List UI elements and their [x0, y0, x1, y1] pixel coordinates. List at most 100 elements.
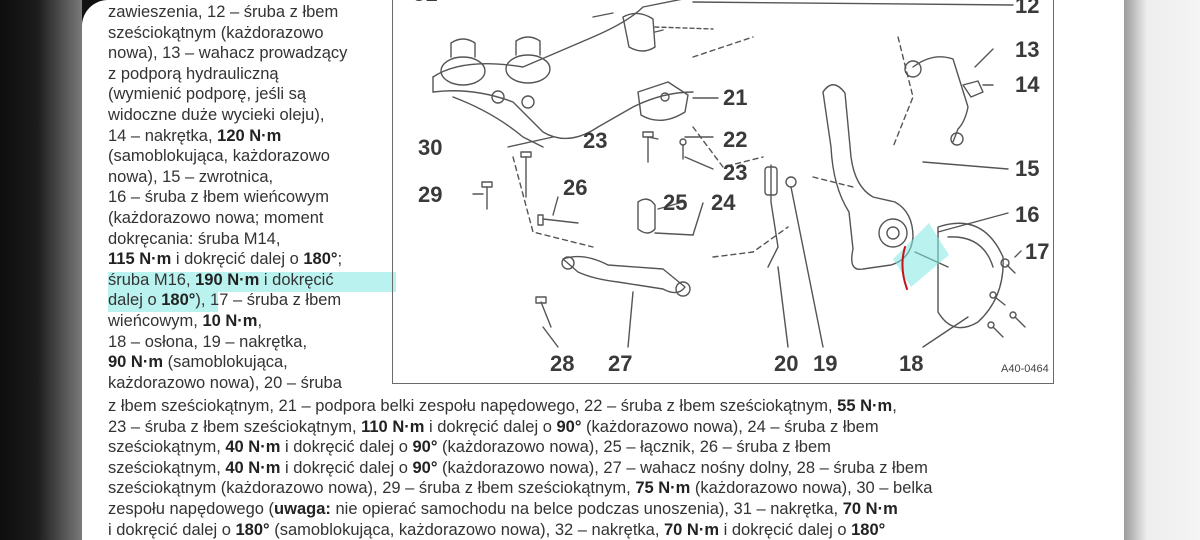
exploded-diagram: 31 12 13 14 21 22 23 23 30 15 29 26 25 2… [392, 0, 1054, 384]
text-segment: 190 N·m [195, 270, 260, 289]
text-segment: 90 N·m [108, 353, 164, 372]
callout-16: 16 [1015, 202, 1040, 227]
text-segment: sześciokątnym (każdorazowo nowa), 29 – ś… [108, 479, 636, 498]
text-segment: 70 N·m [842, 500, 898, 518]
text-segment: i dokręcić dalej o [108, 520, 236, 539]
text-segment: (wymienić podporę, jeśli są [108, 85, 307, 104]
text-segment: 10 N·m [202, 312, 258, 330]
callout-21: 21 [723, 85, 748, 110]
text-segment: nowa), 13 – wahacz prowadzący [108, 44, 348, 63]
text-segment: dalej o [108, 291, 162, 310]
text-line: 115 N·m i dokręcić dalej o 180°; [108, 249, 342, 269]
text-line: 14 – nakrętka, 120 N·m [108, 126, 281, 146]
text-segment: 55 N·m [837, 397, 893, 415]
text-segment: i dokręcić dalej o [280, 458, 413, 477]
text-segment: (każdorazowo nowa), 27 – wahacz nośny do… [437, 458, 928, 477]
text-segment: i dokręcić [259, 270, 334, 289]
text-segment: 16 – śruba z łbem wieńcowym [108, 188, 330, 207]
text-segment: (każdorazowo nowa), 24 – śruba z łbem [581, 417, 879, 436]
callout-30: 30 [418, 135, 443, 160]
text-line: (samoblokująca, każdorazowo [108, 146, 330, 166]
text-segment: i dokręcić dalej o [719, 520, 852, 539]
text-segment: sześciokątnym, [108, 438, 226, 457]
text-line: sześciokątnym (każdorazowo [108, 23, 324, 43]
text-segment: i dokręcić dalej o [171, 250, 304, 269]
text-line: nowa), 15 – zwrotnica, [108, 167, 273, 187]
text-segment: , [257, 312, 263, 330]
text-segment: ; [337, 250, 343, 269]
callout-26: 26 [563, 175, 588, 200]
text-segment: 18 – osłona, 19 – nakrętka, [108, 332, 308, 351]
text-line: widoczne duże wycieki oleju), [108, 105, 324, 125]
viewer-frame-left [0, 0, 82, 540]
text-line: sześciokątnym (każdorazowo nowa), 29 – ś… [108, 478, 932, 498]
text-segment: zespołu napędowego ( [108, 500, 275, 518]
callout-22: 22 [723, 127, 748, 152]
text-segment: 40 N·m [225, 438, 281, 457]
text-segment: 120 N·m [217, 126, 282, 145]
viewer-frame-right [1124, 0, 1200, 540]
text-line: sześciokątnym, 40 N·m i dokręcić dalej o… [108, 458, 928, 478]
callout-18: 18 [899, 351, 924, 376]
callout-17: 17 [1025, 239, 1050, 264]
text-segment: 75 N·m [635, 479, 691, 498]
text-segment: (każdorazowo nowa), 25 – łącznik, 26 – ś… [437, 438, 831, 457]
text-segment: 90° [412, 438, 438, 457]
callout-14: 14 [1015, 72, 1040, 97]
text-segment: widoczne duże wycieki oleju), [108, 106, 325, 124]
text-segment: , [892, 397, 897, 415]
text-line: 23 – śruba z łbem sześciokątnym, 110 N·m… [108, 417, 879, 437]
text-segment: nie opierać samochodu na belce podczas u… [330, 500, 843, 518]
callout-23-upper: 23 [583, 128, 608, 153]
callout-20: 20 [774, 351, 799, 376]
text-segment: ), 17 – śruba z łbem [195, 291, 342, 310]
text-segment: (samoblokująca, każdorazowo [108, 147, 330, 166]
text-segment: 14 – nakrętka, [108, 126, 218, 145]
text-segment: 180° [851, 520, 886, 539]
text-line: dokręcania: śruba M14, [108, 229, 280, 249]
text-segment: wieńcowym, [108, 312, 203, 330]
text-line: z łbem sześciokątnym, 21 – podpora belki… [108, 396, 897, 416]
text-segment: sześciokątnym, [108, 458, 226, 477]
text-segment: (samoblokująca, każdorazowo nowa), 32 – … [269, 520, 664, 539]
text-segment: i dokręcić dalej o [280, 438, 413, 457]
text-line: każdorazowo nowa), 20 – śruba [108, 373, 342, 393]
callout-13: 13 [1015, 37, 1040, 62]
text-line: 90 N·m (samoblokująca, [108, 352, 288, 372]
callout-29: 29 [418, 182, 443, 207]
text-segment: 180° [235, 520, 270, 539]
text-line: 18 – osłona, 19 – nakrętka, [108, 332, 307, 352]
text-line: z podporą hydrauliczną [108, 64, 279, 84]
text-segment: 110 N·m [361, 417, 425, 436]
callout-24: 24 [711, 190, 736, 215]
text-line: zawieszenia, 12 – śruba z łbem [108, 2, 338, 22]
text-segment: 23 – śruba z łbem sześciokątnym, [108, 417, 362, 436]
text-segment: śruba M16, [108, 270, 196, 289]
text-segment: z łbem sześciokątnym, 21 – podpora belki… [108, 397, 838, 415]
text-segment: dokręcania: śruba M14, [108, 229, 281, 248]
text-segment: (każdorazowo nowa; moment [108, 209, 324, 227]
text-segment: (każdorazowo nowa), 30 – belka [690, 479, 933, 498]
callout-23-lower: 23 [723, 160, 748, 185]
text-segment: (samoblokująca, [163, 353, 288, 372]
text-segment: 40 N·m [225, 458, 281, 477]
callout-12: 12 [1015, 0, 1040, 18]
text-line: (każdorazowo nowa; moment [108, 208, 324, 228]
text-line: zespołu napędowego (uwaga: nie opierać s… [108, 499, 898, 519]
callout-19: 19 [813, 351, 838, 376]
text-segment: z podporą hydrauliczną [108, 64, 279, 83]
text-line: 16 – śruba z łbem wieńcowym [108, 187, 329, 207]
text-segment: 180° [303, 250, 338, 269]
callout-28: 28 [550, 351, 575, 376]
callout-31: 31 [413, 0, 437, 5]
text-segment: każdorazowo nowa), 20 – śruba [108, 373, 342, 392]
text-line: sześciokątnym, 40 N·m i dokręcić dalej o… [108, 437, 831, 457]
callout-15: 15 [1015, 156, 1040, 181]
text-segment: sześciokątnym (każdorazowo [108, 23, 324, 42]
text-segment: 90° [556, 417, 582, 436]
text-line: i dokręcić dalej o 180° (samoblokująca, … [108, 520, 885, 540]
text-segment: nowa), 15 – zwrotnica, [108, 167, 274, 186]
text-segment: 90° [412, 458, 438, 477]
callout-25: 25 [663, 190, 688, 215]
